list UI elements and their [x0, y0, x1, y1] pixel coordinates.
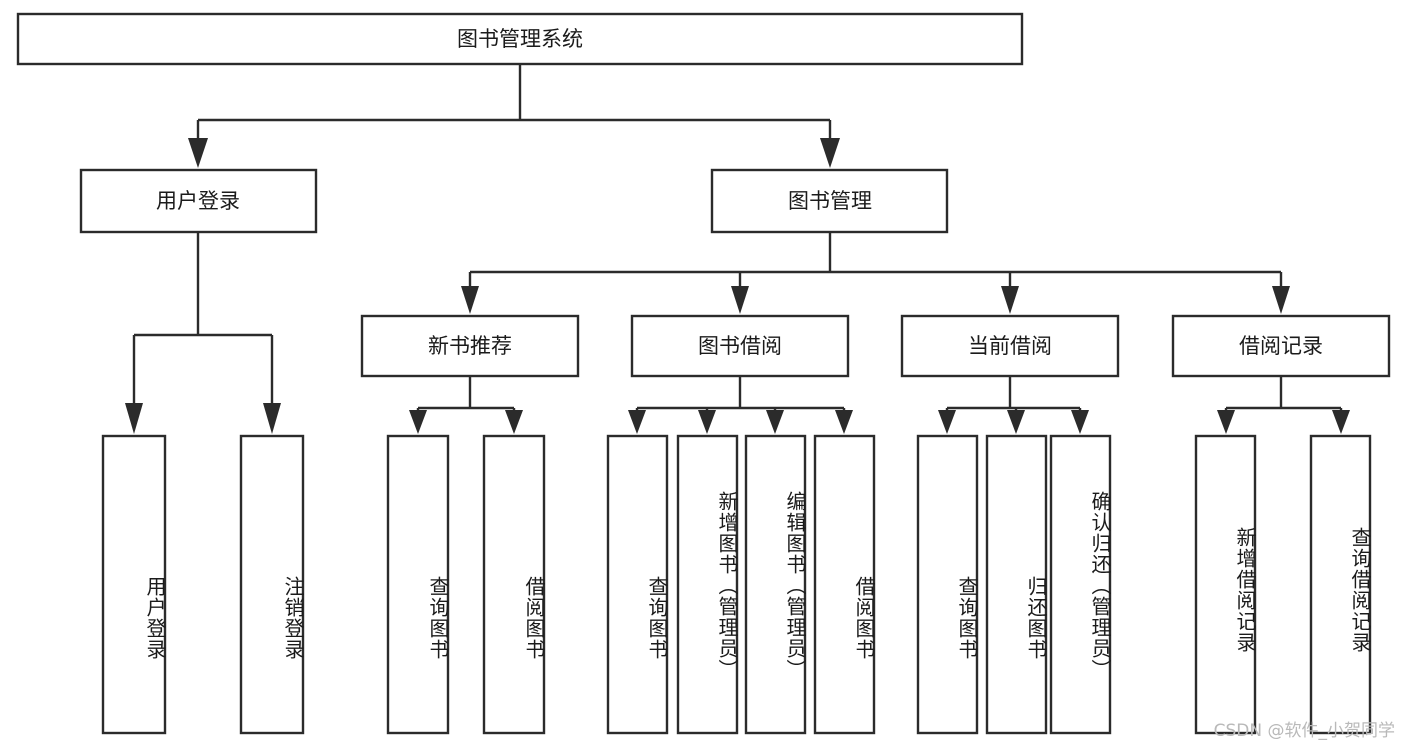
arrow-head-icon	[409, 410, 427, 434]
node-box-current-borrow[interactable]	[900, 314, 1120, 378]
node-box-borrow-record[interactable]	[1171, 314, 1391, 378]
node-box-leaf-confirm-return[interactable]	[1049, 434, 1112, 735]
connector-user-login-to-leaves	[125, 232, 281, 434]
arrow-head-icon	[698, 410, 716, 434]
arrow-head-icon	[1007, 410, 1025, 434]
node-box-leaf-borrow-book-1[interactable]	[482, 434, 546, 735]
node-box-leaf-add-record[interactable]	[1194, 434, 1257, 735]
arrow-head-icon	[125, 403, 143, 434]
node-box-new-book-recommend[interactable]	[360, 314, 580, 378]
arrow-head-icon	[938, 410, 956, 434]
node-borrow-record[interactable]: 借阅记录	[1171, 314, 1391, 378]
node-label-root: 图书管理系统	[457, 27, 583, 51]
node-box-leaf-borrow-book-2[interactable]	[813, 434, 876, 735]
connector-current-borrow-to-leaves	[938, 376, 1089, 434]
node-box-leaf-return-book[interactable]	[985, 434, 1048, 735]
node-box-leaf-user-login[interactable]	[101, 434, 167, 735]
node-user-login[interactable]: 用户登录	[79, 168, 318, 234]
arrow-head-icon	[1071, 410, 1089, 434]
arrow-head-icon	[731, 286, 749, 314]
leaf-boxes	[101, 434, 1372, 735]
node-new-book-recommend[interactable]: 新书推荐	[360, 314, 580, 378]
arrow-head-icon	[1001, 286, 1019, 314]
node-book-manage[interactable]: 图书管理	[710, 168, 949, 234]
node-box-leaf-query-book-1[interactable]	[386, 434, 450, 735]
node-label-new-book-recommend: 新书推荐	[428, 334, 512, 358]
node-box-leaf-add-book[interactable]	[676, 434, 739, 735]
connector-borrow-record-to-leaves	[1217, 376, 1350, 434]
node-current-borrow[interactable]: 当前借阅	[900, 314, 1120, 378]
arrow-head-icon	[766, 410, 784, 434]
node-root[interactable]: 图书管理系统	[16, 12, 1024, 66]
node-box-leaf-user-logout[interactable]	[239, 434, 305, 735]
arrow-head-icon	[1217, 410, 1235, 434]
node-box-leaf-query-book-2[interactable]	[606, 434, 669, 735]
node-label-user-login: 用户登录	[156, 189, 240, 213]
node-box-leaf-query-record[interactable]	[1309, 434, 1372, 735]
arrow-head-icon	[835, 410, 853, 434]
arrow-head-icon	[188, 138, 208, 168]
arrow-head-icon	[263, 403, 281, 434]
node-box-user-login[interactable]	[79, 168, 318, 234]
node-box-leaf-query-book-3[interactable]	[916, 434, 979, 735]
arrow-head-icon	[820, 138, 840, 168]
node-label-current-borrow: 当前借阅	[968, 334, 1052, 358]
arrow-head-icon	[461, 286, 479, 314]
node-label-borrow-record: 借阅记录	[1239, 334, 1323, 358]
node-label-book-borrow: 图书借阅	[698, 334, 782, 358]
node-box-book-borrow[interactable]	[630, 314, 850, 378]
connector-book-manage-to-level3	[461, 232, 1290, 314]
arrow-head-icon	[1332, 410, 1350, 434]
connector-book-borrow-to-leaves	[628, 376, 853, 434]
connector-root-to-level2	[188, 64, 840, 168]
node-label-book-manage: 图书管理	[788, 189, 872, 213]
node-box-leaf-edit-book[interactable]	[744, 434, 807, 735]
arrow-head-icon	[505, 410, 523, 434]
node-box-root[interactable]	[16, 12, 1024, 66]
connector-new-book-recommend-to-leaves	[409, 376, 523, 434]
node-box-book-manage[interactable]	[710, 168, 949, 234]
node-book-borrow[interactable]: 图书借阅	[630, 314, 850, 378]
arrow-head-icon	[628, 410, 646, 434]
arrow-head-icon	[1272, 286, 1290, 314]
